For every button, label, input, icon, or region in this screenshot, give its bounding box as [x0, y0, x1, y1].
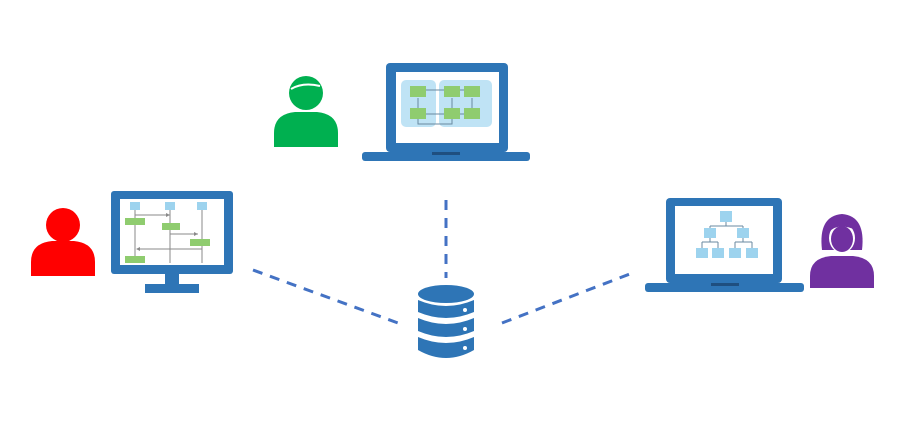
connector-right-laptop-to-database: [501, 270, 636, 325]
person-icon: [31, 208, 95, 276]
sequence-diagram-screen: [125, 202, 210, 263]
woman-person-icon: [810, 214, 874, 288]
connectors: [252, 200, 636, 325]
database-icon: [418, 285, 474, 358]
monitor-icon: [111, 191, 233, 293]
laptop-icon: [645, 198, 804, 292]
org-chart-screen: [696, 211, 758, 258]
connector-desktop-to-database: [252, 268, 399, 325]
flowchart-screen: [401, 80, 492, 127]
person-icon: [274, 76, 338, 147]
laptop-icon: [362, 63, 530, 161]
